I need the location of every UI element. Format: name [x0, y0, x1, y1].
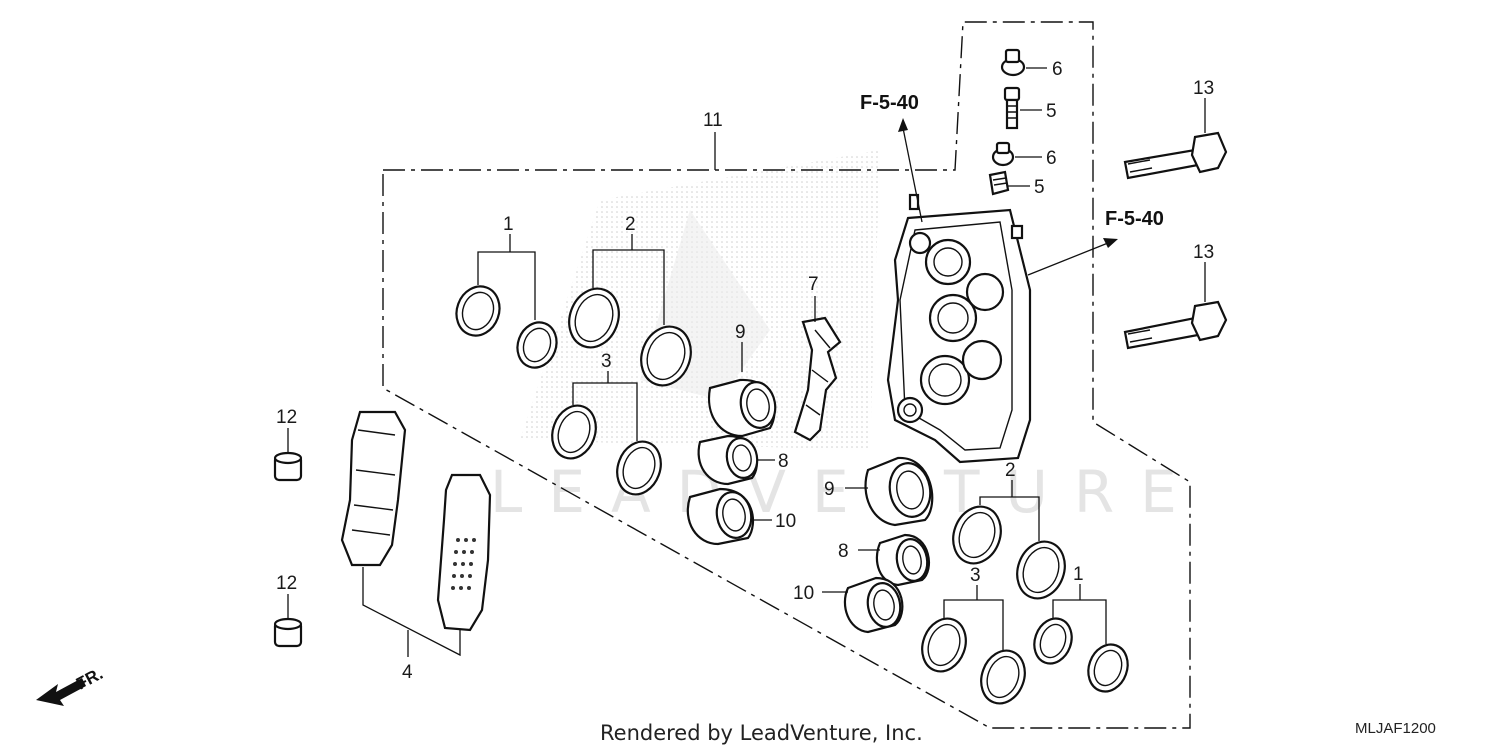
svg-text:8: 8: [838, 541, 849, 562]
bleeder-cap-6-top: 6: [1000, 48, 1063, 80]
svg-text:11: 11: [703, 110, 723, 131]
svg-text:3: 3: [970, 565, 981, 586]
piston-seal-1-left: 1: [455, 214, 558, 369]
svg-text:6: 6: [1052, 59, 1063, 80]
svg-text:13: 13: [1193, 78, 1214, 99]
svg-text:1: 1: [503, 214, 514, 235]
svg-text:F-5-40: F-5-40: [860, 92, 919, 114]
brake-caliper-body: [886, 193, 1032, 464]
svg-text:F-5-40: F-5-40: [1105, 208, 1164, 230]
mounting-bolt-13-upper: 13: [1123, 78, 1228, 180]
reference-f-5-40-top: F-5-40: [860, 92, 923, 223]
pad-pin-12-lower: 12: [273, 573, 303, 648]
svg-text:12: 12: [276, 573, 297, 594]
svg-text:2: 2: [625, 214, 636, 235]
piston-9-lower: 9: [824, 456, 934, 527]
bleeder-cap-6-lower: 6: [991, 141, 1057, 169]
svg-text:3: 3: [601, 351, 612, 372]
pad-pin-12-upper: 12: [273, 407, 303, 482]
svg-text:10: 10: [793, 583, 814, 604]
diagram-code: MLJAF1200: [1355, 720, 1436, 737]
svg-text:9: 9: [824, 479, 835, 500]
watermark-text: LEADVENTURE: [490, 458, 1203, 526]
piston-seal-2-left: 2: [568, 214, 692, 387]
piston-seal-3-right: 3: [921, 565, 1026, 705]
piston-8-lower: 8: [838, 533, 931, 587]
svg-text:5: 5: [1046, 101, 1057, 122]
svg-text:9: 9: [735, 322, 746, 343]
pad-spring-7: 7: [793, 274, 842, 442]
front-direction-arrow: FR.: [36, 664, 106, 706]
mounting-bolt-13-lower: 13: [1123, 242, 1228, 350]
svg-text:6: 6: [1046, 148, 1057, 169]
piston-10-lower: 10: [793, 576, 904, 634]
piston-10-upper: 10: [686, 487, 796, 546]
brake-pad-set-4: 4: [340, 410, 492, 683]
render-credit: Rendered by LeadVenture, Inc.: [600, 721, 923, 745]
svg-text:12: 12: [276, 407, 297, 428]
bleeder-screw-5-top: 5: [1003, 86, 1057, 130]
svg-text:4: 4: [402, 662, 413, 683]
piston-9-upper: 9: [707, 322, 777, 438]
bleeder-screw-5-lower: 5: [988, 170, 1045, 198]
reference-f-5-40-right: F-5-40: [1027, 208, 1164, 276]
piston-seal-2-right: 2: [952, 460, 1066, 600]
piston-seal-1-right: 1: [1033, 564, 1129, 693]
svg-text:5: 5: [1034, 177, 1045, 198]
svg-text:8: 8: [778, 451, 789, 472]
svg-text:2: 2: [1005, 460, 1016, 481]
callout-11: 11: [703, 110, 723, 170]
piston-8-upper: 8: [697, 434, 789, 486]
piston-seal-3-left: 3: [551, 351, 662, 496]
svg-text:10: 10: [775, 511, 796, 532]
svg-text:7: 7: [808, 274, 819, 295]
svg-text:13: 13: [1193, 242, 1214, 263]
assembly-outline-11: [382, 21, 1191, 729]
svg-text:1: 1: [1073, 564, 1084, 585]
